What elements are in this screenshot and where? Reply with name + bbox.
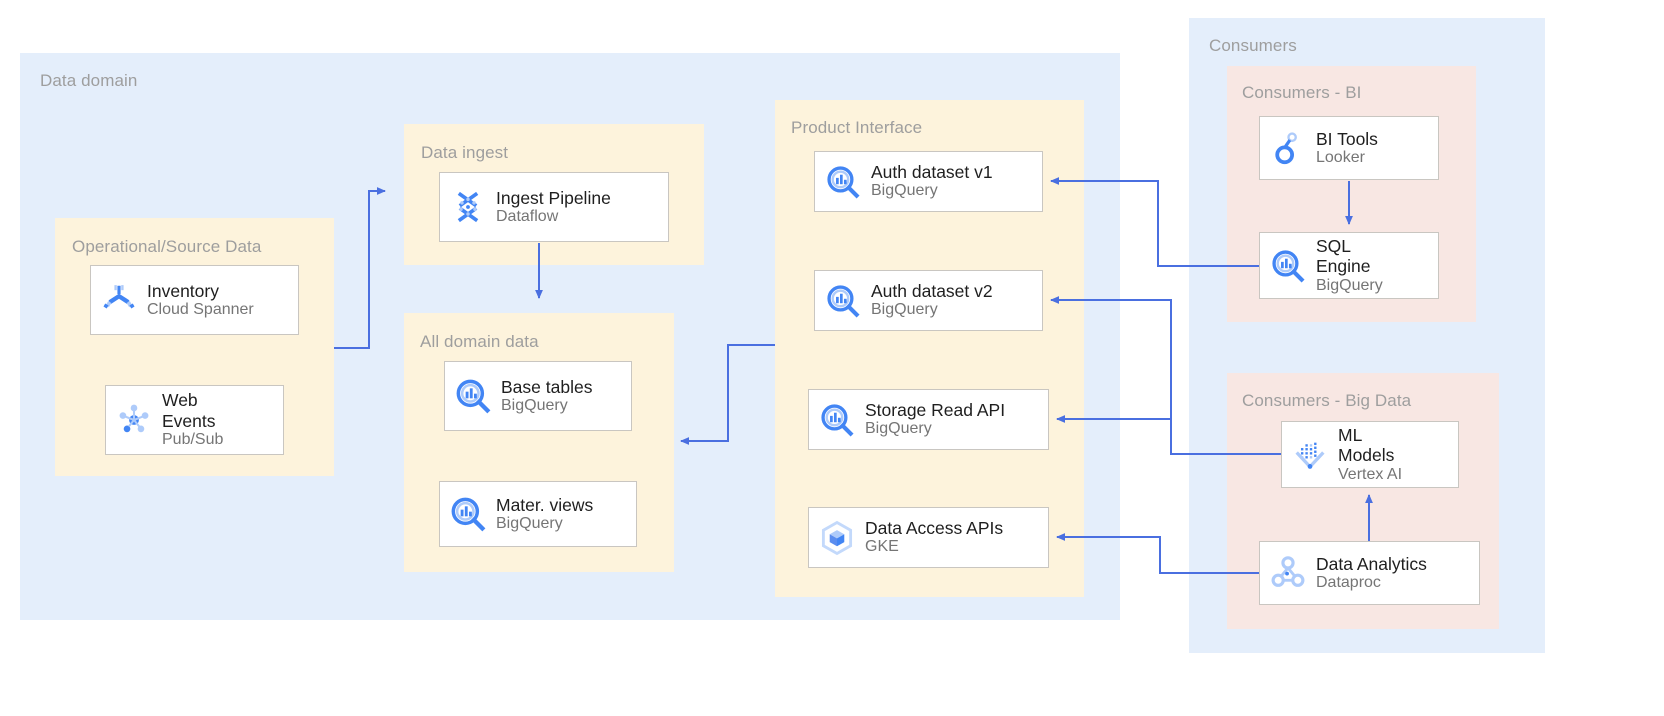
card-auth-dataset-v2-text: Auth dataset v2 BigQuery <box>871 281 999 320</box>
card-base-tables[interactable]: Base tables BigQuery <box>444 361 632 431</box>
bigquery-icon <box>815 152 871 211</box>
card-auth-dataset-v1-text: Auth dataset v1 BigQuery <box>871 162 999 201</box>
dataflow-icon <box>440 173 496 241</box>
vertex-ai-icon <box>1282 422 1338 487</box>
card-data-access-apis-subtitle: GKE <box>865 538 899 556</box>
card-storage-read-api-text: Storage Read API BigQuery <box>865 400 1011 439</box>
card-ml-models-subtitle: Vertex AI <box>1338 465 1403 483</box>
card-storage-read-api[interactable]: Storage Read API BigQuery <box>808 389 1049 450</box>
pubsub-icon <box>106 386 162 454</box>
card-web-events-title-line2: Events <box>162 410 216 431</box>
card-bi-tools-subtitle: Looker <box>1316 148 1365 166</box>
card-storage-read-api-subtitle: BigQuery <box>865 420 932 438</box>
panel-all-domain-data-label: All domain data <box>420 332 539 351</box>
card-sql-engine-title-line2: Engine <box>1316 256 1371 277</box>
card-ml-models[interactable]: ML Models Vertex AI <box>1281 421 1459 488</box>
card-inventory-title: Inventory <box>147 280 219 301</box>
panel-consumers-bi-label: Consumers - BI <box>1242 83 1362 102</box>
card-mater-views-text: Mater. views BigQuery <box>496 495 599 534</box>
card-ml-models-text: ML Models Vertex AI <box>1338 425 1408 484</box>
card-mater-views-title: Mater. views <box>496 494 594 515</box>
card-web-events-title-line1: Web <box>162 390 198 411</box>
bigquery-icon <box>809 390 865 449</box>
card-data-access-apis[interactable]: Data Access APIs GKE <box>808 507 1049 568</box>
card-web-events-text: Web Events Pub/Sub <box>162 390 229 449</box>
card-bi-tools-title: BI Tools <box>1316 128 1378 149</box>
card-sql-engine-text: SQL Engine BigQuery <box>1316 236 1389 295</box>
card-data-access-apis-text: Data Access APIs GKE <box>865 518 1009 557</box>
gke-icon <box>809 508 865 567</box>
panel-product-interface-label: Product Interface <box>791 118 923 137</box>
card-inventory[interactable]: Inventory Cloud Spanner <box>90 265 299 335</box>
card-sql-engine-subtitle: BigQuery <box>1316 276 1383 294</box>
card-bi-tools[interactable]: BI Tools Looker <box>1259 116 1439 180</box>
card-auth-dataset-v1[interactable]: Auth dataset v1 BigQuery <box>814 151 1043 212</box>
panel-consumers-big-data-label: Consumers - Big Data <box>1242 391 1412 410</box>
card-auth-dataset-v2-title: Auth dataset v2 <box>871 281 993 302</box>
card-auth-dataset-v2-subtitle: BigQuery <box>871 301 938 319</box>
panel-operational-source-data-label: Operational/Source Data <box>72 237 262 256</box>
card-web-events[interactable]: Web Events Pub/Sub <box>105 385 284 455</box>
card-storage-read-api-title: Storage Read API <box>865 400 1006 421</box>
card-mater-views-subtitle: BigQuery <box>496 514 563 532</box>
card-web-events-subtitle: Pub/Sub <box>162 431 224 449</box>
card-bi-tools-text: BI Tools Looker <box>1316 129 1384 168</box>
looker-icon <box>1260 117 1316 179</box>
card-base-tables-subtitle: BigQuery <box>501 396 568 414</box>
bigquery-icon <box>440 482 496 546</box>
bigquery-icon <box>445 362 501 430</box>
card-data-analytics-text: Data Analytics Dataproc <box>1316 554 1433 593</box>
card-ml-models-title-line1: ML <box>1338 424 1363 445</box>
card-base-tables-title: Base tables <box>501 376 593 397</box>
card-ingest-pipeline-title: Ingest Pipeline <box>496 187 611 208</box>
card-data-analytics[interactable]: Data Analytics Dataproc <box>1259 541 1480 605</box>
cloud-spanner-icon <box>91 266 147 334</box>
card-ingest-pipeline-text: Ingest Pipeline Dataflow <box>496 188 617 227</box>
bigquery-icon <box>1260 233 1316 298</box>
card-data-analytics-subtitle: Dataproc <box>1316 573 1381 591</box>
card-ingest-pipeline-subtitle: Dataflow <box>496 207 559 225</box>
card-data-analytics-title: Data Analytics <box>1316 553 1427 574</box>
card-mater-views[interactable]: Mater. views BigQuery <box>439 481 637 547</box>
card-sql-engine[interactable]: SQL Engine BigQuery <box>1259 232 1439 299</box>
panel-consumers-label: Consumers <box>1209 36 1297 55</box>
card-inventory-subtitle: Cloud Spanner <box>147 300 254 318</box>
panel-data-domain-label: Data domain <box>40 71 138 90</box>
dataproc-icon <box>1260 542 1316 604</box>
card-auth-dataset-v1-subtitle: BigQuery <box>871 182 938 200</box>
card-auth-dataset-v2[interactable]: Auth dataset v2 BigQuery <box>814 270 1043 331</box>
card-ingest-pipeline[interactable]: Ingest Pipeline Dataflow <box>439 172 669 242</box>
card-inventory-text: Inventory Cloud Spanner <box>147 281 260 320</box>
panel-data-ingest-label: Data ingest <box>421 143 509 162</box>
bigquery-icon <box>815 271 871 330</box>
card-sql-engine-title-line1: SQL <box>1316 235 1352 256</box>
card-auth-dataset-v1-title: Auth dataset v1 <box>871 162 993 183</box>
card-ml-models-title-line2: Models <box>1338 445 1395 466</box>
card-base-tables-text: Base tables BigQuery <box>501 377 598 416</box>
card-data-access-apis-title: Data Access APIs <box>865 518 1004 539</box>
